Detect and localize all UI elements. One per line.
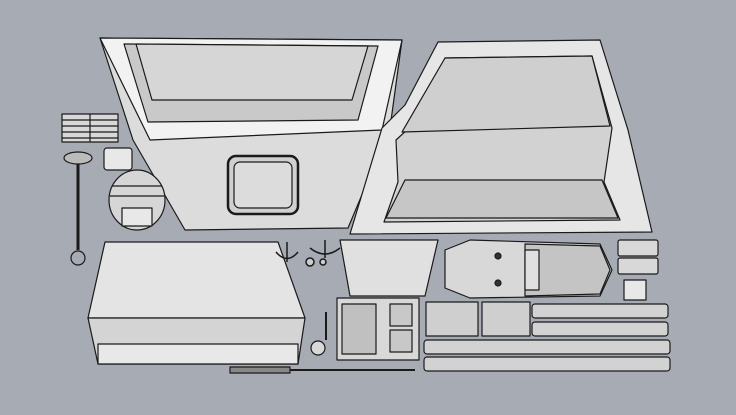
keypad-part[interactable] [481,301,531,337]
hook-parts[interactable] [275,240,341,267]
hopper-body-part[interactable] [99,37,403,231]
panel-part[interactable] [87,241,306,365]
tube-parts[interactable] [423,303,671,372]
drum-part[interactable] [108,169,166,231]
small-panel-part[interactable] [339,239,439,297]
keypad-part[interactable] [425,301,479,337]
boat-part[interactable] [444,239,613,299]
knob-part[interactable] [310,340,326,356]
grille-part[interactable] [61,113,119,143]
shaft-part[interactable] [229,366,415,374]
tray-part[interactable] [349,39,653,235]
frame-parts[interactable] [617,239,659,301]
stirrer-part[interactable] [63,151,93,266]
bracket-part[interactable] [103,147,133,171]
control-panel-part[interactable] [336,297,420,361]
